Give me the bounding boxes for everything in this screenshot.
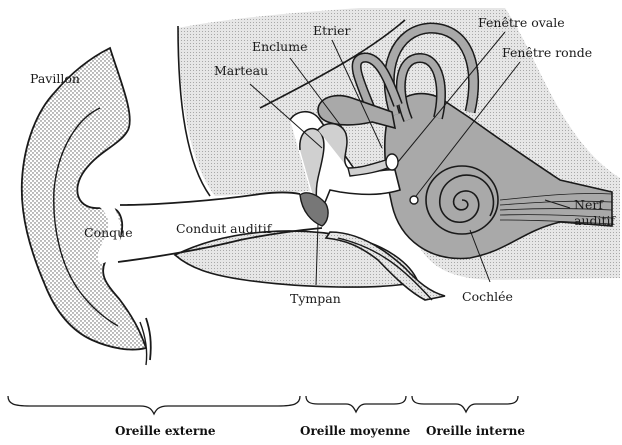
brace-externe bbox=[8, 396, 300, 414]
label-conque: Conque bbox=[84, 226, 133, 240]
section-oreille-moyenne: Oreille moyenne bbox=[300, 424, 410, 438]
round-window bbox=[410, 196, 418, 204]
pinna bbox=[22, 48, 146, 350]
brace-interne bbox=[412, 396, 518, 412]
section-oreille-externe: Oreille externe bbox=[115, 424, 216, 438]
label-etrier: Etrier bbox=[313, 24, 351, 38]
label-marteau: Marteau bbox=[214, 64, 268, 78]
label-auditif: auditif bbox=[574, 214, 615, 228]
label-pavillon: Pavillon bbox=[30, 72, 80, 86]
label-nerf: Nerf bbox=[574, 198, 603, 212]
section-oreille-interne: Oreille interne bbox=[426, 424, 525, 438]
label-cochlee: Cochlée bbox=[462, 290, 513, 304]
cochlea-spiral bbox=[426, 166, 498, 234]
label-tympan: Tympan bbox=[290, 292, 341, 306]
label-conduit-auditif: Conduit auditif bbox=[176, 222, 271, 236]
label-fenetre-ovale: Fenêtre ovale bbox=[478, 16, 565, 30]
label-fenetre-ronde: Fenêtre ronde bbox=[502, 46, 592, 60]
brace-moyenne bbox=[306, 396, 406, 412]
ear-canal-upper bbox=[120, 193, 300, 206]
stapes-footplate bbox=[386, 154, 398, 170]
label-enclume: Enclume bbox=[252, 40, 307, 54]
section-braces bbox=[8, 396, 518, 414]
